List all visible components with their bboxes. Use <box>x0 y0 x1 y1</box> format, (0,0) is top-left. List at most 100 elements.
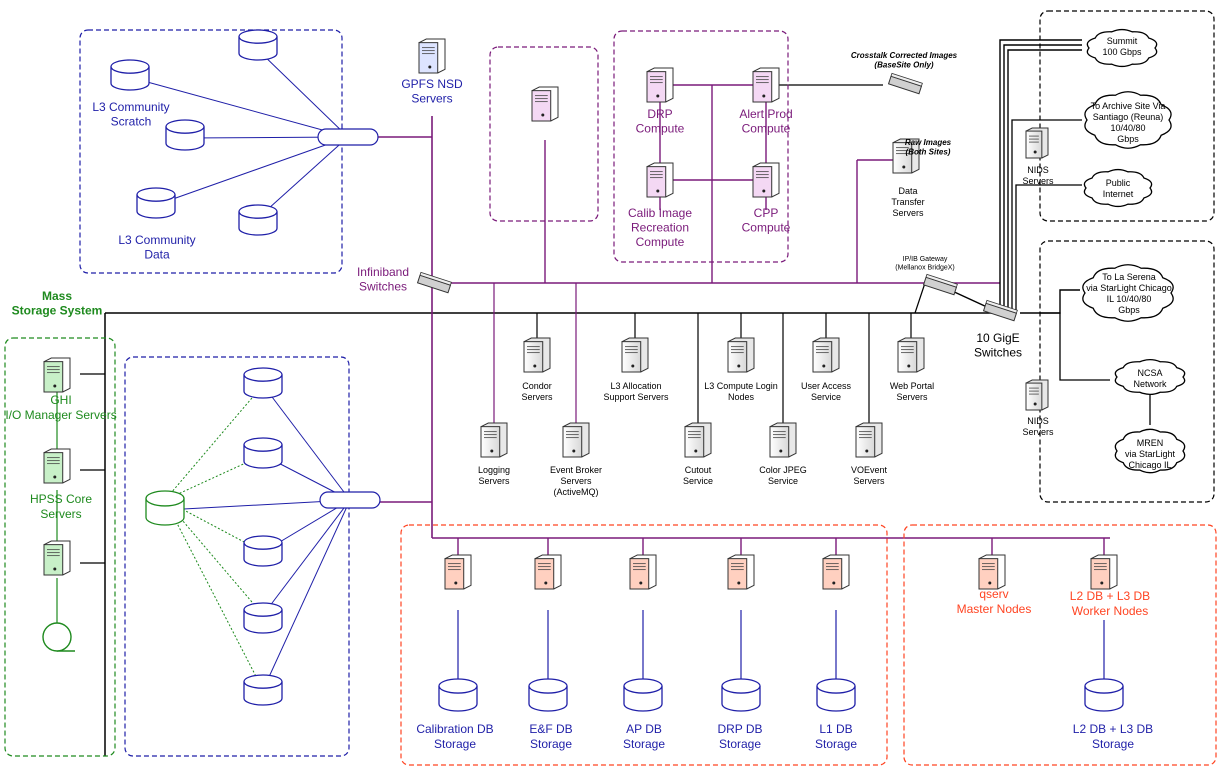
data-transfer-server-icon <box>892 138 920 174</box>
drp-db-server-icon <box>727 554 755 590</box>
ten-gige-big-switch-icon <box>982 299 1018 322</box>
connector-line <box>164 499 351 511</box>
dac-compute-group <box>489 46 599 222</box>
event-broker-server-icon <box>562 422 590 458</box>
coadd-db-icon <box>243 535 283 567</box>
label: Crosstalk Corrected Images(BaseSite Only… <box>851 51 958 70</box>
to-archive-cloud-icon <box>1084 91 1172 149</box>
qserv-databases-group <box>903 524 1217 766</box>
label: Raw Images(Both Sites) <box>905 138 952 157</box>
ncsa-cloud-icon <box>1114 358 1186 396</box>
connector-line <box>1015 184 1082 313</box>
image-storage-top-group <box>79 29 343 274</box>
calibration-storage-db-icon <box>438 678 478 712</box>
l2l3-storage-db-icon <box>1084 678 1124 712</box>
voevent-server-icon <box>855 422 883 458</box>
alert-prod-scratch-db-icon <box>238 29 278 61</box>
mren-cloud-icon <box>1114 428 1186 474</box>
connector-line <box>262 499 351 616</box>
ipib-gateway-icon <box>922 273 958 296</box>
condor-server-icon <box>523 337 551 373</box>
connector-line <box>257 136 349 219</box>
calib-compute-server-icon <box>646 162 674 198</box>
l1-db-server-icon <box>822 554 850 590</box>
external-base-group <box>1039 10 1215 222</box>
l3-community-scratch-db-icon <box>110 59 150 91</box>
ten-gige-small-switch-icon <box>887 72 923 95</box>
gpfs-nsd-server-icon <box>418 38 446 74</box>
nids-bottom-server-icon <box>1025 379 1049 411</box>
connector-line <box>1007 49 1082 313</box>
cpp-compute-server-icon <box>752 162 780 198</box>
controllers-top-icon <box>317 128 379 146</box>
connector-line <box>914 282 926 314</box>
l2l3-worker-server-icon <box>1090 554 1118 590</box>
infiniband-switch-icon <box>416 271 452 294</box>
connector-line <box>139 79 349 138</box>
mass-storage-group <box>4 337 116 757</box>
qserv-master-server-icon <box>978 554 1006 590</box>
drp-compute-server-icon <box>646 67 674 103</box>
ap-storage-db-icon <box>623 678 663 712</box>
connector-line <box>257 49 349 138</box>
l3-community-data-db-icon <box>136 187 176 219</box>
connector-line <box>1040 312 1110 381</box>
connector-line <box>1011 119 1082 313</box>
to-la-serena-cloud-icon <box>1082 264 1174 322</box>
ghi-server-icon <box>43 357 71 393</box>
drp-scratch-db-icon <box>165 119 205 151</box>
l1-storage-db-icon <box>816 678 856 712</box>
connector-line <box>155 136 349 206</box>
connector-line <box>999 39 1082 313</box>
ap-db-server-icon <box>629 554 657 590</box>
connector-line <box>164 499 264 691</box>
master-calib-db-icon <box>243 674 283 706</box>
l3-login-server-icon <box>727 337 755 373</box>
color-jpeg-server-icon <box>769 422 797 458</box>
external-archive-group <box>1039 240 1215 503</box>
connector-line <box>1020 289 1080 314</box>
ctr-compute-group <box>613 30 789 263</box>
ef-db-server-icon <box>534 554 562 590</box>
tape-storage-icon <box>42 622 72 652</box>
image-storage-bottom-group <box>124 356 350 757</box>
template-db-icon <box>243 602 283 634</box>
connector-line <box>262 499 351 691</box>
ef-storage-db-icon <box>528 678 568 712</box>
cpp-scratch-db-icon <box>238 204 278 236</box>
connector-line <box>1003 44 1082 313</box>
standard-databases-group <box>400 524 888 766</box>
